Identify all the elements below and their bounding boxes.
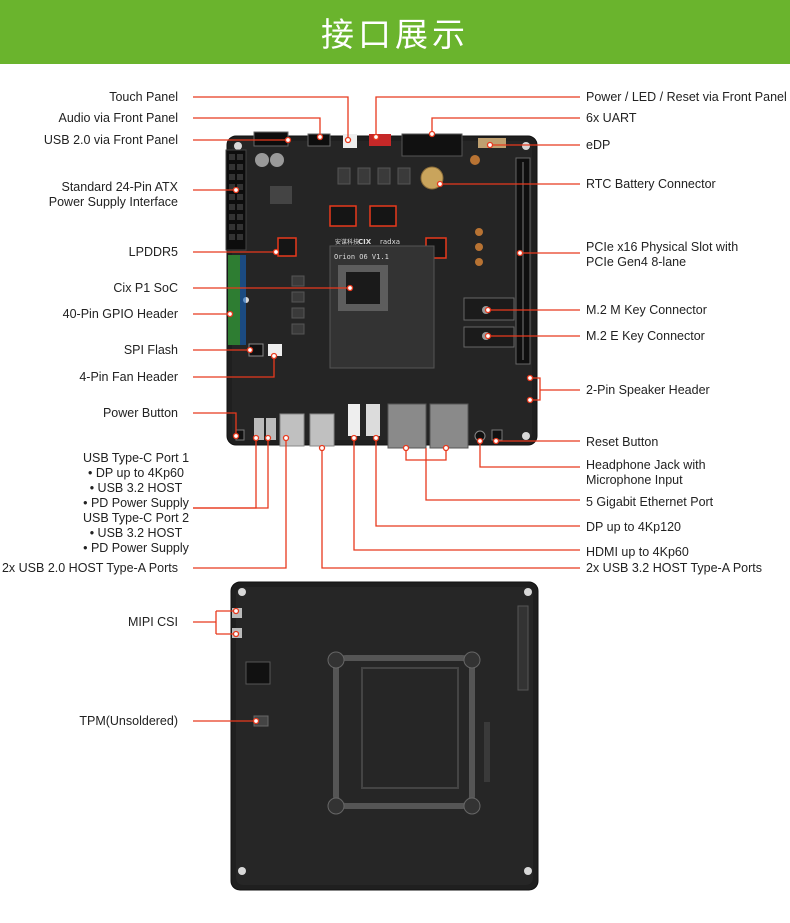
label-m2-e-key: M.2 E Key Connector [586,329,705,343]
callout-lines [193,96,580,722]
silk-brand-cn: 安谋科技 [335,238,359,246]
bottom-board [230,581,539,891]
label-power-button: Power Button [102,406,178,420]
silk-model: Orion O6 V1.1 [334,253,389,261]
label-rtc-battery: RTC Battery Connector [586,177,716,191]
label-mipi-csi: MIPI CSI [127,615,178,629]
callout-dots [226,130,534,725]
soc-area: 安谋科技 CIX radxa Orion O6 V1.1 [329,238,435,369]
label-spi-flash: SPI Flash [123,343,178,357]
label-reset-button: Reset Button [586,435,659,449]
label-ethernet: 5 Gigabit Ethernet Port [586,495,714,509]
label-usb2-type-a: 2x USB 2.0 HOST Type-A Ports [1,561,178,575]
label-usb-type-c: USB Type-C Port 1 • DP up to 4Kp60 • USB… [82,451,190,555]
label-lpddr5: LPDDR5 [128,245,178,259]
label-headphone-jack: Headphone Jack with Microphone Input [586,458,706,487]
label-dp: DP up to 4Kp120 [586,520,681,534]
label-gpio-40pin: 40-Pin GPIO Header [62,307,178,321]
label-usb32-type-a: 2x USB 3.2 HOST Type-A Ports [586,561,763,575]
label-edp: eDP [586,138,611,152]
top-board: 安谋科技 CIX radxa Orion O6 V1.1 [225,131,538,449]
label-hdmi: HDMI up to 4Kp60 [586,545,689,559]
silk-brand-radxa: radxa [380,238,400,246]
label-cix-soc: Cix P1 SoC [113,281,178,295]
label-fan-header: 4-Pin Fan Header [79,370,178,384]
label-usb2-front-panel: USB 2.0 via Front Panel [43,133,178,147]
label-tpm: TPM(Unsoldered) [79,714,178,728]
label-speaker-header: 2-Pin Speaker Header [586,383,710,397]
page-header: 接口展示 [0,0,790,64]
label-atx-24pin: Standard 24-Pin ATX Power Supply Interfa… [48,180,178,209]
label-touch-panel: Touch Panel [109,90,178,104]
label-audio-front-panel: Audio via Front Panel [58,111,178,125]
gpio-header [228,255,246,345]
label-pcie-slot: PCIe x16 Physical Slot with PCIe Gen4 8-… [586,240,739,269]
page-title: 接口展示 [321,15,469,54]
label-uart: 6x UART [586,111,637,125]
silk-brand-cix: CIX [358,238,372,246]
label-m2-m-key: M.2 M Key Connector [586,303,707,317]
atx-24pin-connector [225,149,247,251]
label-power-led-reset: Power / LED / Reset via Front Panel [586,90,787,104]
